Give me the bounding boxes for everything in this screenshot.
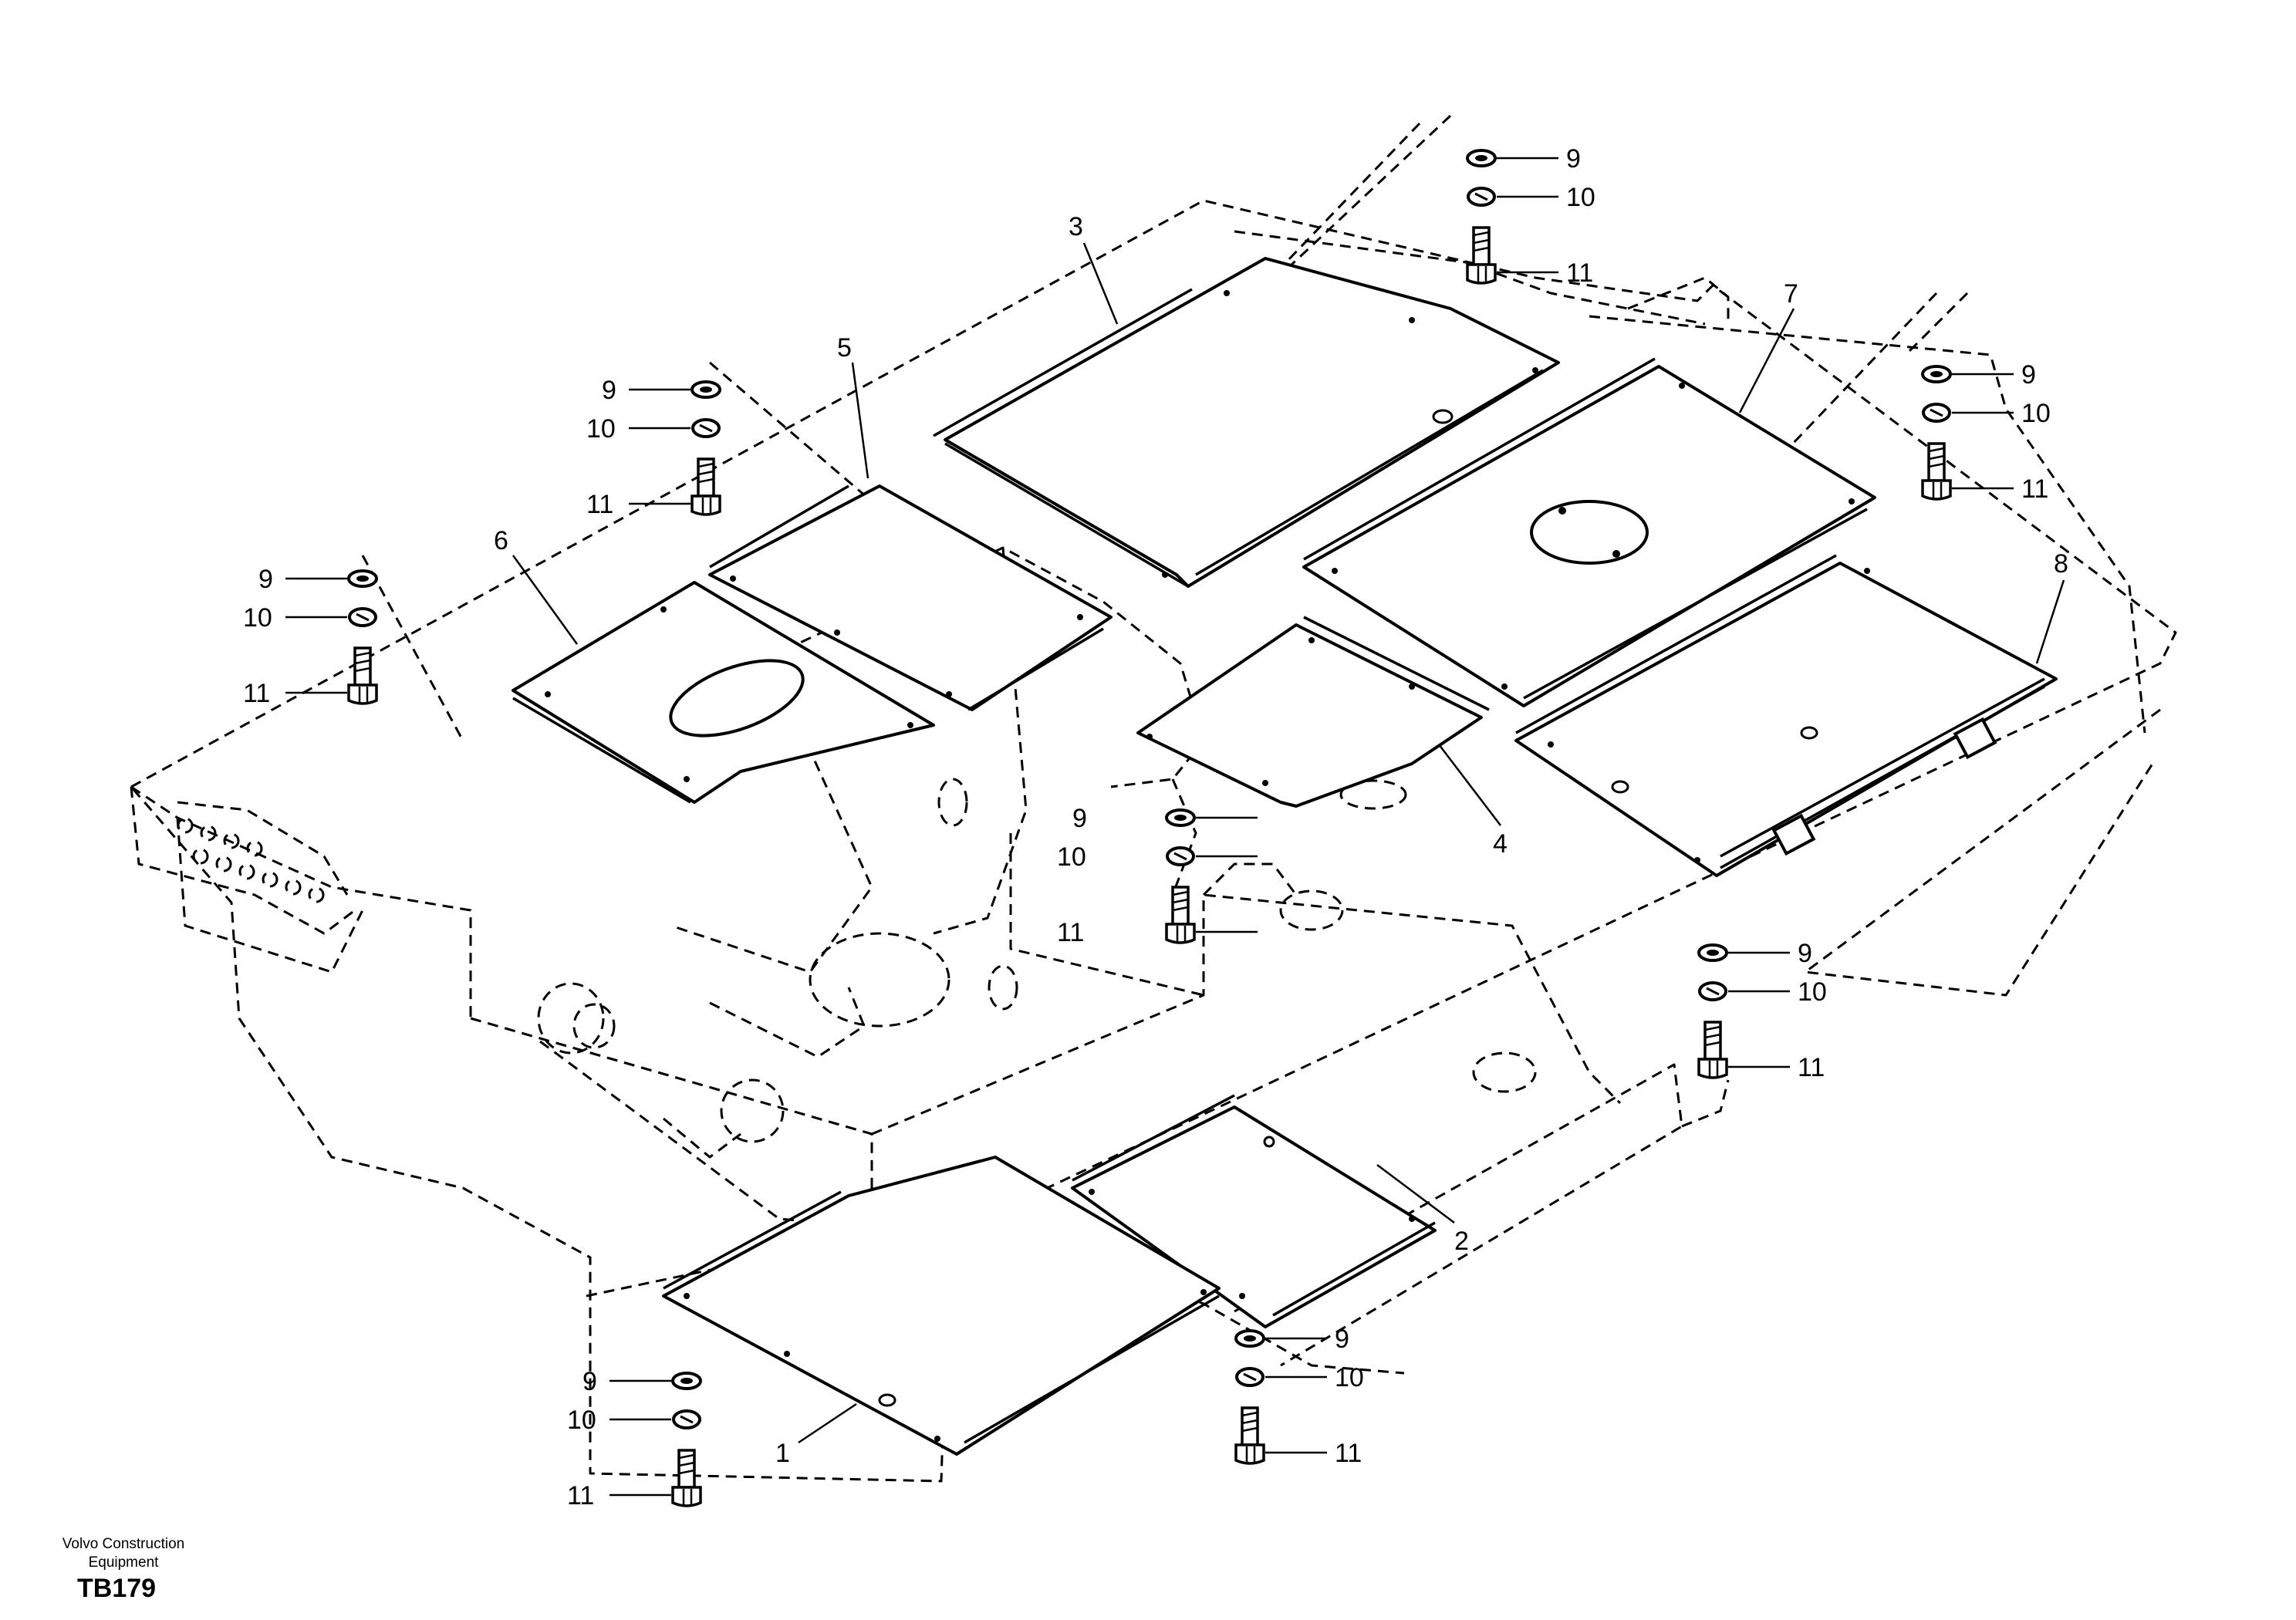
callout-10: 10 <box>586 414 616 444</box>
fastener-callouts: 9 10 11 9 10 11 9 10 11 9 10 11 9 10 11 … <box>243 144 2051 1510</box>
callout-10: 10 <box>243 603 272 633</box>
fastener-stack <box>284 569 378 705</box>
fastener-stack <box>1697 943 1791 1079</box>
brand-line-1: Volvo Construction <box>62 1536 185 1552</box>
callout-10: 10 <box>2021 399 2051 428</box>
callout-11: 11 <box>1335 1439 1362 1468</box>
callout-2: 2 <box>1454 1227 1469 1256</box>
callout-1: 1 <box>775 1439 790 1468</box>
callout-5: 5 <box>837 333 852 363</box>
fastener-stack <box>608 1372 702 1507</box>
brand-label: Volvo Construction Equipment <box>31 1535 216 1572</box>
fastener-stack <box>1165 808 1259 944</box>
callout-10: 10 <box>1057 842 1086 872</box>
drawing-id: TB179 <box>77 1574 157 1603</box>
callout-9: 9 <box>1566 144 1581 174</box>
callout-9: 9 <box>2021 360 2036 390</box>
callout-4: 4 <box>1493 829 1508 859</box>
callout-10: 10 <box>1798 977 1827 1007</box>
fastener-stack <box>627 380 721 516</box>
plate-7 <box>1302 357 1876 707</box>
brand-line-2: Equipment <box>88 1554 159 1571</box>
callout-8: 8 <box>2054 549 2068 579</box>
callout-11: 11 <box>567 1481 594 1510</box>
plate-3 <box>933 257 1560 588</box>
callout-11: 11 <box>243 679 270 708</box>
callout-7: 7 <box>1784 279 1798 309</box>
plate-8 <box>1514 554 2058 877</box>
callout-9: 9 <box>602 376 616 405</box>
plate-1 <box>662 1156 1221 1456</box>
callout-6: 6 <box>494 526 508 555</box>
fastener-stack <box>1466 149 1560 285</box>
plate-4 <box>1136 616 1490 808</box>
callout-11: 11 <box>1057 918 1084 947</box>
callout-11: 11 <box>2021 474 2048 504</box>
callout-9: 9 <box>582 1367 597 1396</box>
plate-6 <box>512 581 935 804</box>
callout-9: 9 <box>1335 1325 1349 1354</box>
fastener-stack <box>1234 1329 1329 1465</box>
callout-11: 11 <box>586 490 613 519</box>
callout-9: 9 <box>1798 939 1812 968</box>
callout-3: 3 <box>1069 212 1083 241</box>
callout-11: 11 <box>1798 1053 1825 1082</box>
callout-9: 9 <box>258 565 273 594</box>
callout-9: 9 <box>1072 804 1087 833</box>
plate-5 <box>708 484 1113 711</box>
plate-2 <box>1071 1094 1437 1328</box>
callout-10: 10 <box>567 1406 596 1435</box>
callout-11: 11 <box>1566 258 1593 288</box>
callout-10: 10 <box>1335 1363 1364 1392</box>
callout-10: 10 <box>1566 183 1595 212</box>
part-callouts: 3 5 6 7 8 4 2 1 <box>494 212 2068 1468</box>
